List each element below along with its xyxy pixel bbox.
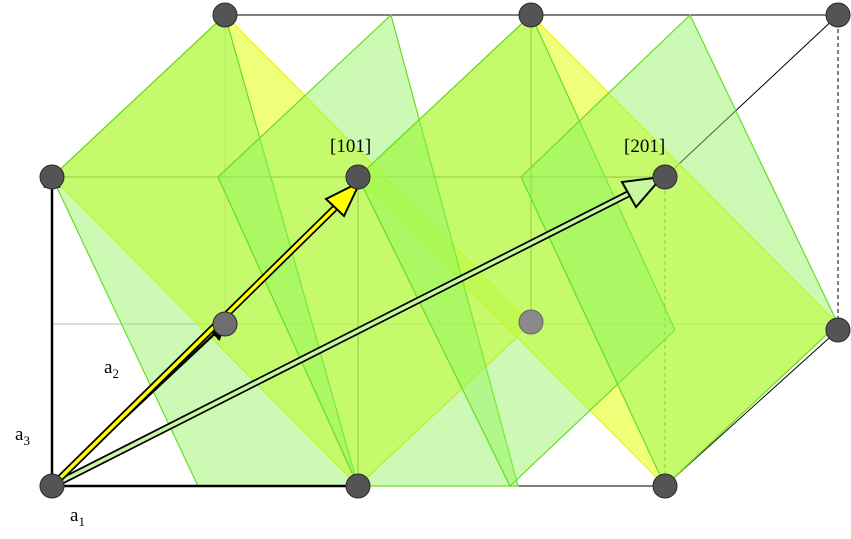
a2-sub: 2: [112, 366, 119, 381]
atoms: [39, 2, 851, 499]
arrow-201: [50, 175, 665, 490]
label-a1: a1: [70, 505, 85, 529]
atom: [39, 164, 65, 190]
label-201: [201]: [624, 136, 665, 157]
atom: [825, 2, 851, 28]
planes: [51, 13, 839, 488]
atom: [212, 2, 238, 28]
a3-sub: 3: [23, 433, 30, 448]
atom: [345, 164, 371, 190]
edge-bottom-diag-right: [664, 329, 839, 487]
label-a2: a2: [104, 357, 119, 381]
atom: [518, 2, 544, 28]
atom: [652, 473, 678, 499]
a3-base: a: [15, 424, 24, 445]
edge-top-right: [664, 14, 839, 178]
a2-base: a: [104, 357, 113, 378]
green-plane-2: [217, 13, 519, 487]
atom: [825, 317, 851, 343]
label-101: [101]: [330, 136, 371, 157]
atom: [652, 164, 678, 190]
atom: [212, 311, 238, 337]
atom: [345, 473, 371, 499]
atom: [39, 473, 65, 499]
label-a3: a3: [15, 424, 30, 448]
a1-sub: 1: [78, 514, 85, 529]
arrow-101: [49, 179, 363, 489]
atom: [518, 309, 544, 335]
a1-base: a: [70, 505, 79, 526]
